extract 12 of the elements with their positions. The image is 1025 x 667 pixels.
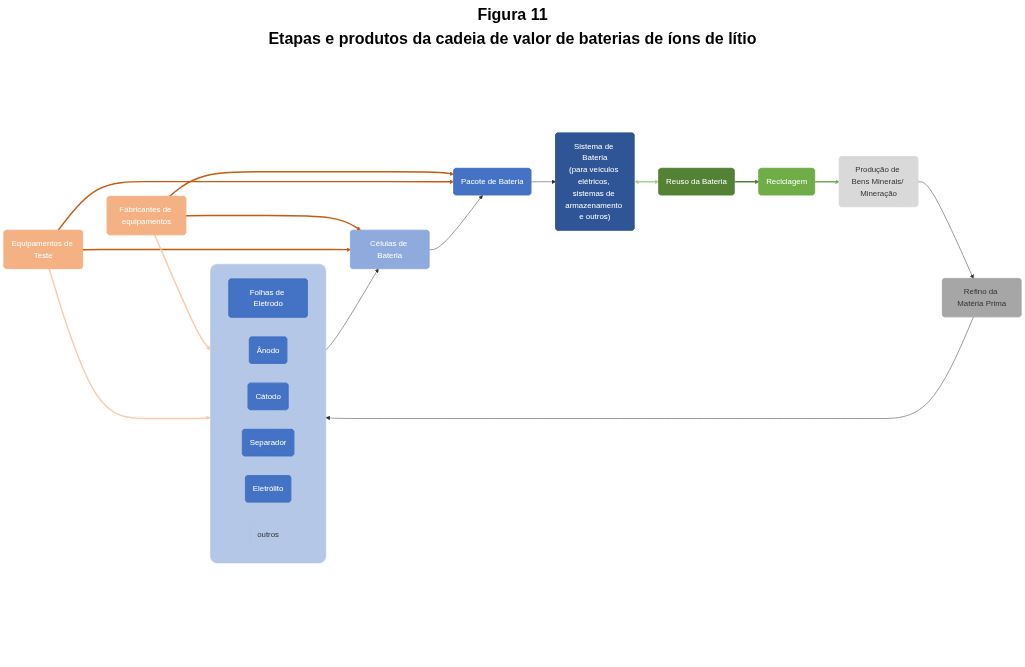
arrow: [82, 247, 351, 252]
arrow: [168, 171, 455, 198]
arrow: [814, 179, 840, 184]
arrow: [733, 179, 760, 184]
arrow: [48, 267, 211, 421]
arrow: [185, 214, 362, 231]
figure-number: Figura 11: [476, 6, 549, 24]
arrow: [57, 179, 455, 232]
cluster: [210, 263, 327, 564]
arrow: [153, 233, 211, 351]
arrow: [634, 179, 660, 184]
figure-title: Etapas e produtos da cadeia de valor de baterias de íons de lítio: [267, 30, 758, 48]
